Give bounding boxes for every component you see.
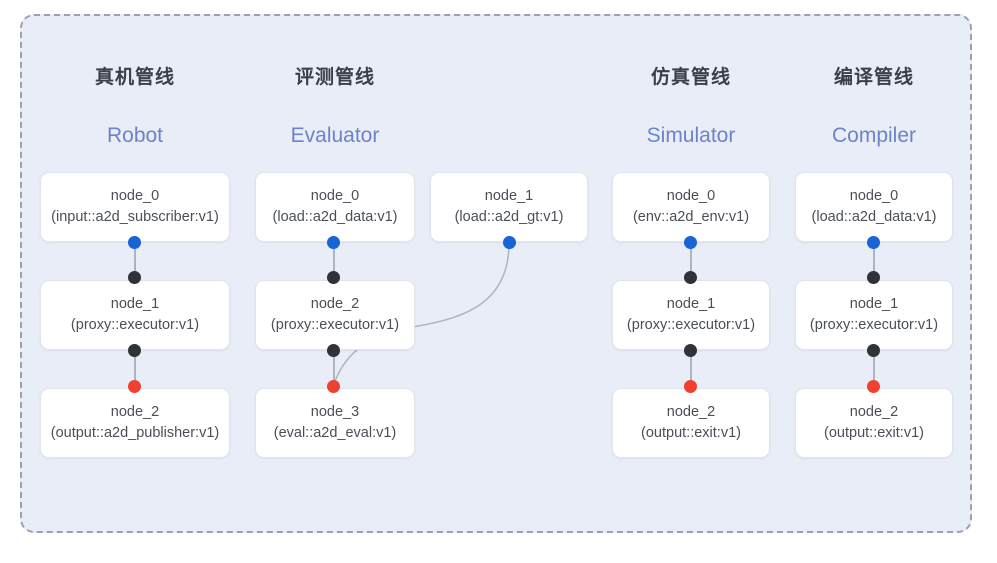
- node-card-simulator-1[interactable]: node_1 (proxy::executor:v1): [612, 280, 770, 350]
- port-blue-evaluator-1-out[interactable]: [503, 236, 516, 249]
- port-blue-compiler-0-out[interactable]: [867, 236, 880, 249]
- port-red-simulator-2-in[interactable]: [684, 380, 697, 393]
- node-type: (proxy::executor:v1): [626, 317, 756, 333]
- port-blue-evaluator-0-out[interactable]: [327, 236, 340, 249]
- node-name: node_2: [110, 404, 160, 420]
- node-name: node_2: [310, 296, 360, 312]
- node-card-compiler-0[interactable]: node_0 (load::a2d_data:v1): [795, 172, 953, 242]
- node-name: node_1: [110, 296, 160, 312]
- node-card-compiler-1[interactable]: node_1 (proxy::executor:v1): [795, 280, 953, 350]
- link-robot-1-2: [134, 350, 136, 388]
- node-name: node_1: [849, 296, 899, 312]
- node-type: (proxy::executor:v1): [70, 317, 200, 333]
- node-card-evaluator-2[interactable]: node_2 (proxy::executor:v1): [255, 280, 415, 350]
- node-card-robot-2[interactable]: node_2 (output::a2d_publisher:v1): [40, 388, 230, 458]
- link-compiler-0-1: [873, 242, 875, 280]
- node-name: node_0: [110, 188, 160, 204]
- port-red-robot-2-in[interactable]: [128, 380, 141, 393]
- column-title-cn-compiler: 编译管线: [833, 67, 914, 88]
- port-red-compiler-2-in[interactable]: [867, 380, 880, 393]
- port-black-robot-1-in[interactable]: [128, 271, 141, 284]
- node-name: node_0: [849, 188, 899, 204]
- column-title-en-robot: Robot: [106, 124, 164, 147]
- column-title-en-evaluator: Evaluator: [290, 124, 380, 147]
- node-card-compiler-2[interactable]: node_2 (output::exit:v1): [795, 388, 953, 458]
- node-type: (load::a2d_data:v1): [272, 209, 398, 225]
- port-black-evaluator-2-out[interactable]: [327, 344, 340, 357]
- column-title-cn-robot: 真机管线: [94, 67, 175, 88]
- port-black-compiler-1-in[interactable]: [867, 271, 880, 284]
- node-name: node_0: [310, 188, 360, 204]
- link-compiler-1-2: [873, 350, 875, 388]
- node-type: (load::a2d_data:v1): [811, 209, 937, 225]
- node-card-simulator-0[interactable]: node_0 (env::a2d_env:v1): [612, 172, 770, 242]
- column-title-cn-evaluator: 评测管线: [294, 67, 375, 88]
- node-type: (output::exit:v1): [641, 425, 741, 441]
- node-type: (proxy::executor:v1): [809, 317, 939, 333]
- port-black-simulator-1-out[interactable]: [684, 344, 697, 357]
- node-name: node_1: [666, 296, 716, 312]
- node-card-evaluator-3[interactable]: node_3 (eval::a2d_eval:v1): [255, 388, 415, 458]
- port-blue-simulator-0-out[interactable]: [684, 236, 697, 249]
- node-name: node_1: [484, 188, 534, 204]
- node-card-robot-1[interactable]: node_1 (proxy::executor:v1): [40, 280, 230, 350]
- column-title-en-compiler: Compiler: [831, 124, 917, 147]
- node-type: (load::a2d_gt:v1): [454, 209, 564, 225]
- node-name: node_2: [849, 404, 899, 420]
- port-black-simulator-1-in[interactable]: [684, 271, 697, 284]
- node-type: (proxy::executor:v1): [270, 317, 400, 333]
- column-title-cn-simulator: 仿真管线: [650, 67, 731, 88]
- link-simulator-0-1: [690, 242, 692, 280]
- node-type: (input::a2d_subscriber:v1): [51, 209, 219, 225]
- column-title-en-simulator: Simulator: [646, 124, 736, 147]
- node-type: (env::a2d_env:v1): [632, 209, 750, 225]
- node-type: (eval::a2d_eval:v1): [273, 425, 397, 441]
- port-red-evaluator-3-in[interactable]: [327, 380, 340, 393]
- link-simulator-1-2: [690, 350, 692, 388]
- node-card-robot-0[interactable]: node_0 (input::a2d_subscriber:v1): [40, 172, 230, 242]
- port-blue-robot-0-out[interactable]: [128, 236, 141, 249]
- node-card-evaluator-1-gt[interactable]: node_1 (load::a2d_gt:v1): [430, 172, 588, 242]
- node-name: node_3: [310, 404, 360, 420]
- node-card-evaluator-0[interactable]: node_0 (load::a2d_data:v1): [255, 172, 415, 242]
- node-type: (output::a2d_publisher:v1): [50, 425, 220, 441]
- port-black-robot-1-out[interactable]: [128, 344, 141, 357]
- port-black-evaluator-2-in[interactable]: [327, 271, 340, 284]
- node-name: node_2: [666, 404, 716, 420]
- node-card-simulator-2[interactable]: node_2 (output::exit:v1): [612, 388, 770, 458]
- link-robot-0-1: [134, 242, 136, 280]
- node-name: node_0: [666, 188, 716, 204]
- node-type: (output::exit:v1): [824, 425, 924, 441]
- port-black-compiler-1-out[interactable]: [867, 344, 880, 357]
